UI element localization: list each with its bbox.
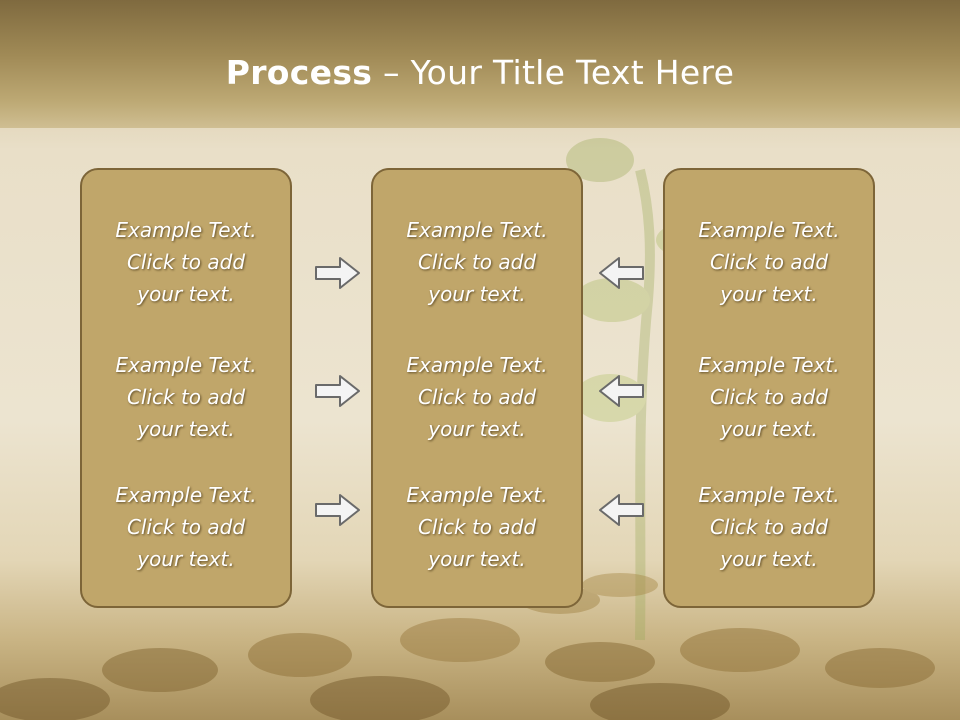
process-box-center[interactable]: Example Text. Click to add your text. Ex… xyxy=(371,168,583,608)
placeholder-line: your text. xyxy=(137,547,235,571)
placeholder-line: Example Text. xyxy=(115,218,257,242)
title-bold-text: Process xyxy=(225,53,373,92)
placeholder-line: your text. xyxy=(137,417,235,441)
placeholder-line: your text. xyxy=(428,282,526,306)
text-placeholder[interactable]: Example Text. Click to add your text. xyxy=(82,349,290,445)
arrow-right-icon[interactable] xyxy=(314,373,362,409)
text-placeholder[interactable]: Example Text. Click to add your text. xyxy=(665,349,873,445)
text-placeholder[interactable]: Example Text. Click to add your text. xyxy=(373,479,581,575)
arrow-right-icon[interactable] xyxy=(314,492,362,528)
text-placeholder[interactable]: Example Text. Click to add your text. xyxy=(665,479,873,575)
arrow-left-icon[interactable] xyxy=(597,373,645,409)
text-placeholder[interactable]: Example Text. Click to add your text. xyxy=(82,214,290,310)
placeholder-line: your text. xyxy=(428,547,526,571)
text-placeholder[interactable]: Example Text. Click to add your text. xyxy=(665,214,873,310)
placeholder-line: Click to add xyxy=(126,385,246,409)
arrow-left-icon[interactable] xyxy=(597,255,645,291)
placeholder-line: Example Text. xyxy=(698,353,840,377)
title-rest-text: – Your Title Text Here xyxy=(372,53,735,92)
process-box-right[interactable]: Example Text. Click to add your text. Ex… xyxy=(663,168,875,608)
placeholder-line: Click to add xyxy=(417,515,537,539)
placeholder-line: your text. xyxy=(137,282,235,306)
placeholder-line: your text. xyxy=(720,547,818,571)
placeholder-line: Click to add xyxy=(709,515,829,539)
placeholder-line: your text. xyxy=(428,417,526,441)
placeholder-line: Example Text. xyxy=(406,483,548,507)
placeholder-line: Click to add xyxy=(126,250,246,274)
text-placeholder[interactable]: Example Text. Click to add your text. xyxy=(373,349,581,445)
placeholder-line: Example Text. xyxy=(698,483,840,507)
placeholder-line: Example Text. xyxy=(406,353,548,377)
title-band xyxy=(0,0,960,128)
placeholder-line: Click to add xyxy=(417,385,537,409)
text-placeholder[interactable]: Example Text. Click to add your text. xyxy=(373,214,581,310)
placeholder-line: Example Text. xyxy=(406,218,548,242)
placeholder-line: your text. xyxy=(720,282,818,306)
placeholder-line: Click to add xyxy=(709,250,829,274)
text-placeholder[interactable]: Example Text. Click to add your text. xyxy=(82,479,290,575)
placeholder-line: Example Text. xyxy=(115,353,257,377)
arrow-left-icon[interactable] xyxy=(597,492,645,528)
arrow-right-icon[interactable] xyxy=(314,255,362,291)
placeholder-line: your text. xyxy=(720,417,818,441)
slide-title[interactable]: Process – Your Title Text Here xyxy=(0,53,960,92)
placeholder-line: Example Text. xyxy=(115,483,257,507)
process-box-left[interactable]: Example Text. Click to add your text. Ex… xyxy=(80,168,292,608)
placeholder-line: Click to add xyxy=(417,250,537,274)
placeholder-line: Click to add xyxy=(709,385,829,409)
placeholder-line: Example Text. xyxy=(698,218,840,242)
placeholder-line: Click to add xyxy=(126,515,246,539)
